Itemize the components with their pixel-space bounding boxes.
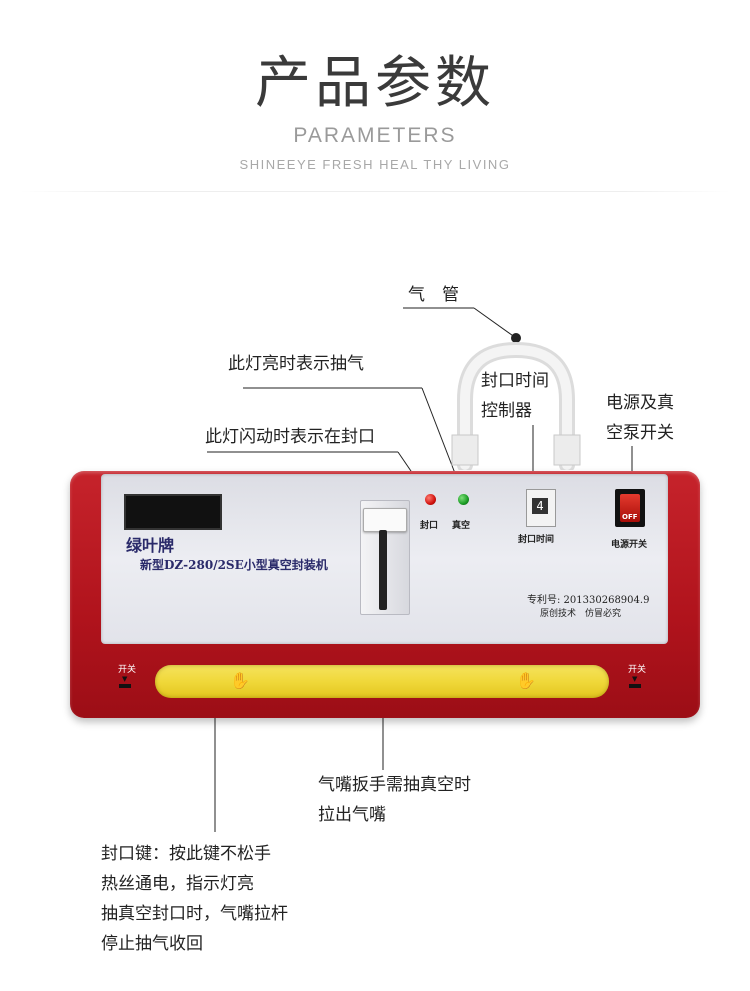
left-switch-label: 开关 xyxy=(118,665,137,675)
brand-name: 绿叶牌 xyxy=(126,536,175,555)
hand-press-icon-right: ✋ xyxy=(516,671,536,690)
seal-timer-label: 封口时间 xyxy=(518,535,555,545)
dot-air-tube xyxy=(511,333,521,343)
callout-seal-key-line3: 抽真空封口时，气嘴拉杆 xyxy=(101,904,288,924)
nozzle-lever-groove xyxy=(379,530,387,610)
callout-seal-timer-line1: 封口时间 xyxy=(481,371,549,391)
power-switch-label: 电源开关 xyxy=(611,540,648,550)
page-subtitle: PARAMETERS xyxy=(293,124,457,147)
callout-power-line1: 电源及真 xyxy=(606,393,674,413)
vacuum-led-label: 真空 xyxy=(452,521,471,531)
callout-air-tube: 气 管 xyxy=(408,285,459,305)
callout-seal-key-line2: 热丝通电，指示灯亮 xyxy=(101,874,254,894)
air-tube-image xyxy=(451,341,581,470)
callout-seal-key-line1: 封口键：按此键不松手 xyxy=(101,844,271,864)
power-off-label: OFF xyxy=(622,513,638,521)
page-title: 产品参数 xyxy=(255,51,495,116)
page-slogan: SHINEEYE FRESH HEAL THY LIVING xyxy=(239,157,511,172)
callout-power-line2: 空泵开关 xyxy=(606,423,674,443)
anti-counterfeit-note: 原创技术 仿冒必究 xyxy=(540,609,622,619)
right-switch-label: 开关 xyxy=(628,665,647,675)
patent-number: 专利号: 201330268904.9 xyxy=(527,595,650,606)
seal-led-label: 封口 xyxy=(420,521,439,531)
callout-nozzle-line2: 拉出气嘴 xyxy=(318,805,386,825)
callout-vacuum-light: 此灯亮时表示抽气 xyxy=(228,354,364,374)
callout-seal-timer-line2: 控制器 xyxy=(481,401,532,421)
right-switch-mark xyxy=(629,684,641,688)
callout-nozzle-line1: 气嘴扳手需抽真空时 xyxy=(318,775,471,795)
nozzle-lever-handle[interactable] xyxy=(363,508,407,532)
model-name: 新型DZ-280/2SE小型真空封装机 xyxy=(140,558,328,572)
hand-press-icon-left: ✋ xyxy=(230,671,250,690)
seal-press-bar[interactable] xyxy=(155,665,609,698)
seal-led xyxy=(425,494,436,505)
display-window xyxy=(124,494,222,530)
header-divider xyxy=(20,191,730,192)
power-switch[interactable] xyxy=(620,494,640,522)
left-switch-mark xyxy=(119,684,131,688)
right-switch-arrow-icon: ▼ xyxy=(632,675,638,683)
leader-air-tube-d xyxy=(473,307,517,339)
left-switch-arrow-icon: ▼ xyxy=(122,675,128,683)
vacuum-led xyxy=(458,494,469,505)
callout-seal-light: 此灯闪动时表示在封口 xyxy=(205,427,375,447)
callout-seal-key-line4: 停止抽气收回 xyxy=(101,934,203,954)
seal-timer-value: 4 xyxy=(532,498,548,514)
